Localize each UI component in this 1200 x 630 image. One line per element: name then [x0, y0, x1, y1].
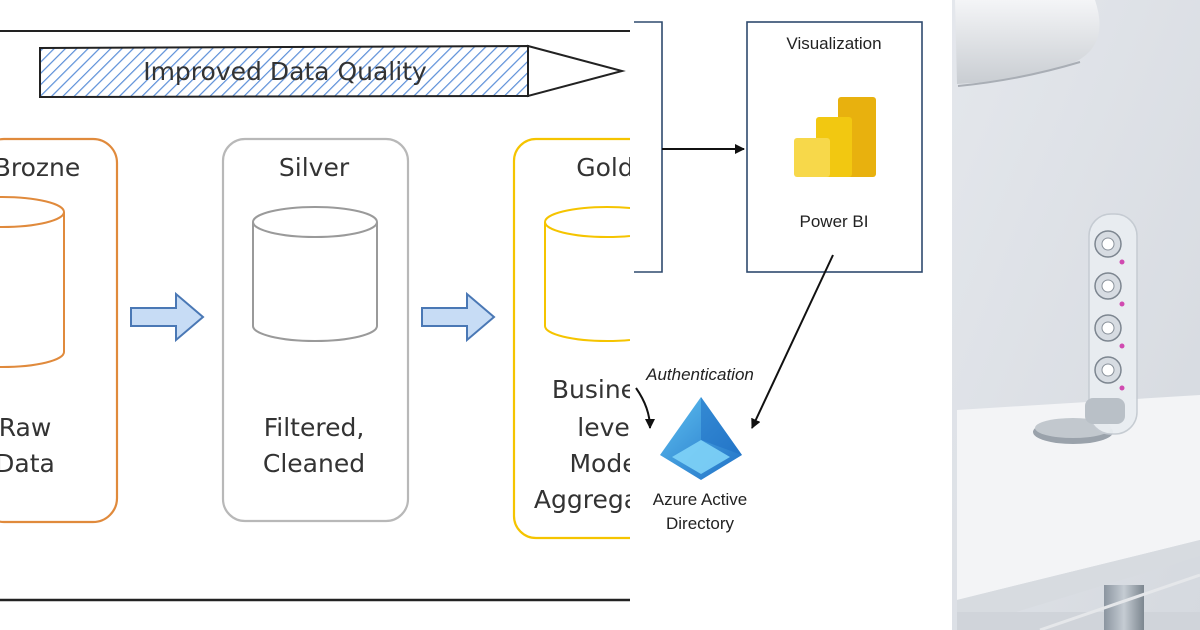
gold-desc-line-4: Aggregated	[534, 485, 680, 514]
bronze-database-icon	[0, 196, 65, 368]
power-bi-icon	[794, 97, 876, 177]
gadget-device	[1033, 213, 1138, 444]
gold-layer: Gold Business level Model Aggregated	[512, 137, 680, 540]
silver-desc-line-2: Cleaned	[263, 449, 365, 478]
silver-layer: Silver Filtered, Cleaned	[221, 137, 410, 523]
arrow-powerbi-to-aad	[751, 254, 834, 429]
architecture-panel: Visualization Power BI Authentication Az…	[630, 0, 950, 630]
gold-layer-box	[512, 137, 630, 540]
gold-desc-line-2: level	[577, 413, 636, 442]
bronze-layer-title: Brozne	[0, 153, 80, 182]
medallion-panel: Improved Data Quality Brozne Raw Data S	[0, 30, 680, 602]
aad-label-line-1: Azure Active	[653, 490, 748, 509]
gold-desc-line-1: Business	[552, 375, 662, 404]
gold-desc-line-3: Model	[569, 449, 644, 478]
visualization-title: Visualization	[786, 34, 881, 53]
flow-arrow-bronze-to-silver	[130, 291, 205, 343]
bronze-layer: Brozne Raw Data	[0, 137, 119, 524]
aad-label-line-2: Directory	[666, 514, 735, 533]
azure-ad-icon	[660, 397, 742, 480]
flow-arrow-silver-to-gold	[421, 291, 496, 343]
desk-leg	[1104, 585, 1144, 630]
visualization-box: Visualization Power BI	[746, 21, 923, 273]
authentication-label: Authentication	[645, 365, 754, 384]
lamp-shade	[955, 0, 1100, 84]
arrow-auth-left	[635, 387, 655, 429]
bronze-desc-line-1: Raw	[0, 413, 51, 442]
banner-label: Improved Data Quality	[143, 57, 427, 86]
bronze-layer-box	[0, 137, 119, 524]
silver-layer-title: Silver	[279, 153, 350, 182]
bronze-desc-line-2: Data	[0, 449, 55, 478]
silver-database-icon	[252, 206, 378, 342]
power-bi-label: Power BI	[800, 212, 869, 231]
gold-layer-title: Gold	[576, 153, 633, 182]
gold-database-icon	[544, 206, 630, 342]
desk-top	[957, 395, 1200, 600]
desk-photo	[952, 0, 1200, 630]
banner-arrow-tip	[527, 44, 626, 98]
silver-desc-line-1: Filtered,	[264, 413, 365, 442]
data-quality-banner: Improved Data Quality	[39, 44, 626, 99]
partial-source-box	[634, 21, 663, 273]
silver-layer-box	[221, 137, 410, 523]
